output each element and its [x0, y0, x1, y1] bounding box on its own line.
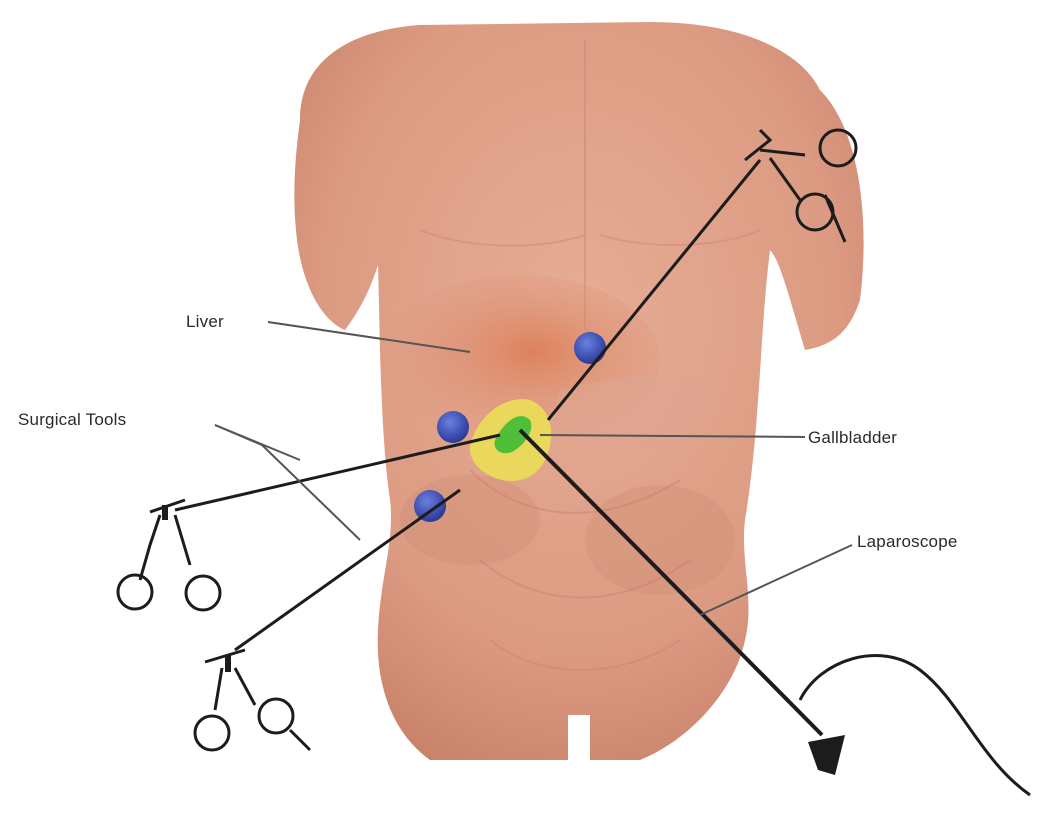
trocar-port-icon — [414, 490, 446, 522]
liver-label: Liver — [186, 312, 224, 332]
trocar-port-icon — [574, 332, 606, 364]
scissors-grasper-icon — [195, 650, 310, 750]
scissors-grasper-icon — [118, 500, 220, 610]
trocar-port-icon — [437, 411, 469, 443]
laparoscope-label: Laparoscope — [857, 532, 958, 552]
laparoscope-eyepiece-icon — [800, 656, 1030, 795]
gallbladder-label: Gallbladder — [808, 428, 897, 448]
surgical-tools-label: Surgical Tools — [18, 410, 126, 430]
